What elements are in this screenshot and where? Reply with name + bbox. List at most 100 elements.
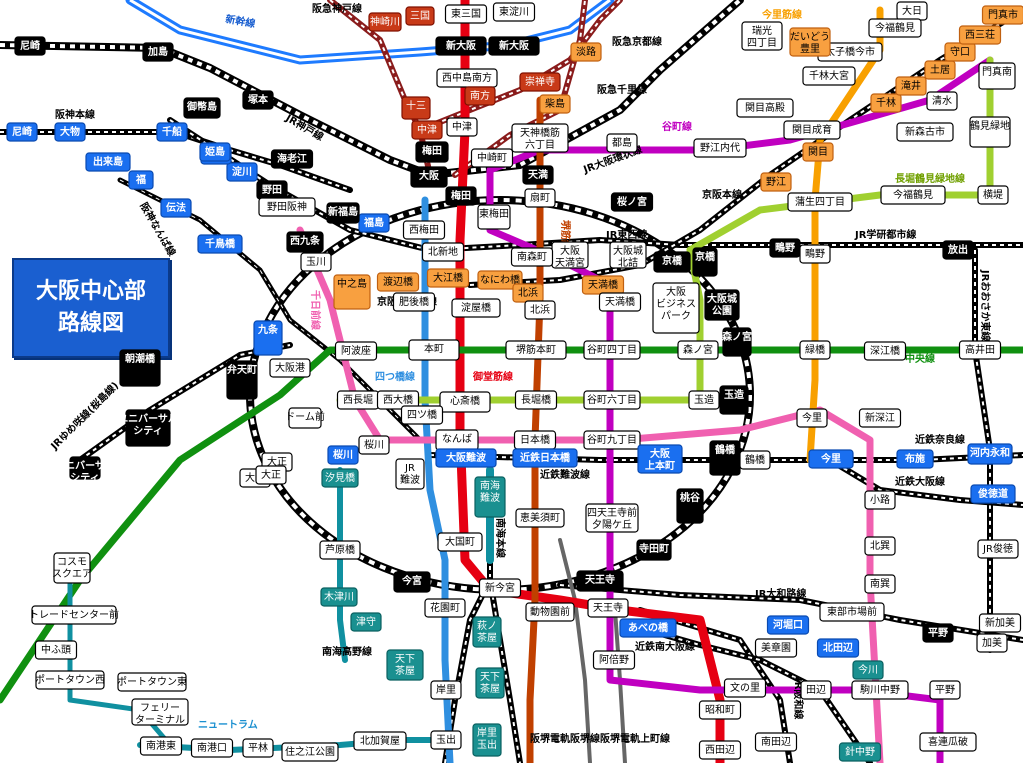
station-midori[interactable]: 緑橋 [799, 340, 831, 360]
station-moriguchi[interactable]: 守口 [944, 42, 976, 62]
station-ogimachi[interactable]: 扇町 [524, 188, 556, 208]
station-nishitanabe[interactable]: 西田辺 [698, 740, 742, 760]
station-taishibashi[interactable]: 太子橋今市 [817, 42, 883, 62]
station-sakuragawa[interactable]: 桜川 [327, 445, 359, 465]
station-tanimachi9[interactable]: 谷町九丁目 [583, 430, 641, 450]
station-shinosaka_jr[interactable]: 新大阪 [488, 36, 540, 56]
station-nishikujo[interactable]: 西九条 [286, 231, 324, 253]
station-shiomibashi[interactable]: 汐見橋 [321, 468, 359, 488]
station-tenmabashi[interactable]: 天満橋 [581, 275, 625, 295]
station-kujo[interactable]: 九条 [253, 320, 283, 356]
station-takaida[interactable]: 高井田 [958, 340, 1002, 360]
station-imafukutsurumi[interactable]: 今福鶴見 [880, 185, 946, 205]
station-hirano2[interactable]: 平野 [922, 623, 954, 643]
station-hirabayashi[interactable]: 平林 [242, 738, 274, 758]
station-oebashi[interactable]: 大江橋 [426, 268, 470, 288]
station-osaka[interactable]: 大阪 [410, 166, 448, 188]
station-sekimeseiiku[interactable]: 関目成育 [783, 120, 841, 140]
station-higashiyodogawa[interactable]: 東淀川 [492, 2, 536, 22]
station-jrshuntoku[interactable]: JR俊徳 [977, 539, 1019, 559]
station-morinomiya[interactable]: 森ノ宮 [721, 327, 752, 357]
station-imagawa[interactable]: 今川 [852, 660, 884, 680]
station-zuikouji[interactable]: 崇禅寺 [519, 72, 561, 92]
station-kitahama[interactable]: 北浜 [512, 283, 544, 303]
station-kadomashi[interactable]: 門真市 [981, 5, 1023, 25]
station-kizugawa[interactable]: 木津川 [320, 587, 358, 607]
station-shinmori[interactable]: 新森古市 [896, 122, 954, 142]
station-kyobashi[interactable]: 京橋 [653, 251, 691, 273]
station-tenma[interactable]: 天満 [522, 165, 554, 185]
station-komagawanakano[interactable]: 駒川中野 [851, 680, 909, 700]
station-fukushima[interactable]: 福島 [358, 213, 390, 233]
station-harinakano[interactable]: 針中野 [838, 742, 882, 762]
station-minamikata[interactable]: 南方 [464, 86, 496, 106]
station-nakatsu_h[interactable]: 中津 [411, 120, 443, 140]
station-umeda_h[interactable]: 梅田 [415, 141, 449, 163]
station-osakanamba[interactable]: 大阪難波 [435, 448, 497, 468]
station-mikuni[interactable]: 三国 [405, 6, 435, 26]
station-morinomiya2[interactable]: 森ノ宮 [677, 340, 719, 360]
station-fuse[interactable]: 布施 [896, 449, 934, 469]
station-higashimikuni[interactable]: 東三国 [444, 4, 488, 24]
station-imazato[interactable]: 今里 [796, 408, 828, 428]
station-sakuranomiya[interactable]: 桜ノ宮 [610, 192, 654, 212]
station-ebie[interactable]: 海老江 [270, 149, 314, 169]
station-bentencho[interactable]: 弁天町 [226, 360, 258, 400]
station-kyobashi_jr[interactable]: 京橋 [692, 247, 718, 277]
station-nishinakajima[interactable]: 西中島南方 [436, 68, 498, 88]
station-noda[interactable]: 野田 [256, 180, 288, 200]
station-porttownhigashi[interactable]: ポートタウン東 [117, 672, 187, 692]
station-ashiharabashi[interactable]: 芦原橋 [319, 540, 361, 560]
station-kitashinchi[interactable]: 北新地 [421, 242, 465, 262]
station-shinimamiya[interactable]: 新今宮 [478, 578, 522, 598]
station-shinosaka_m[interactable]: 新大阪 [435, 36, 487, 56]
station-shinkami[interactable]: 新加美 [978, 613, 1022, 633]
station-tamagawa[interactable]: 玉川 [300, 252, 332, 272]
station-kadomaminami[interactable]: 門真南 [978, 62, 1016, 90]
station-umeda_m[interactable]: 梅田 [445, 186, 477, 206]
station-shuntokumichi[interactable]: 俊徳道 [970, 484, 1016, 504]
station-asashiobashi[interactable]: 朝潮橋 [119, 349, 161, 387]
station-hirano[interactable]: 平野 [929, 680, 961, 700]
station-awaza[interactable]: 阿波座 [334, 341, 378, 361]
station-nipponbashi[interactable]: 日本橋 [513, 430, 557, 450]
station-awaji[interactable]: 淡路 [570, 42, 602, 62]
station-tamade[interactable]: 玉出 [430, 730, 462, 750]
station-minamimorimachi[interactable]: 南森町 [510, 247, 554, 267]
station-chidoribashi[interactable]: 千鳥橋 [197, 234, 243, 254]
station-doi[interactable]: 土居 [924, 60, 956, 80]
station-nishinagahori[interactable]: 西長堀 [336, 390, 380, 410]
station-kitakita[interactable]: 福 [128, 170, 154, 190]
station-watanabebashi[interactable]: 渡辺橋 [376, 272, 420, 292]
station-tanimachi6[interactable]: 谷町六丁目 [583, 390, 641, 410]
station-nodahanshin[interactable]: 野田阪神 [258, 197, 316, 217]
station-yodoyabashi[interactable]: 淀屋橋 [451, 298, 501, 318]
station-dekijima[interactable]: 出来島 [85, 152, 131, 172]
station-nishiumeda[interactable]: 西梅田 [402, 220, 446, 240]
station-kireuriwari[interactable]: 喜連瓜破 [919, 732, 977, 752]
station-nankohigashi[interactable]: 南港東 [139, 736, 183, 756]
station-minamitanabe[interactable]: 南田辺 [754, 732, 798, 752]
station-tsuruhashi[interactable]: 鶴橋 [709, 440, 741, 476]
station-shigino[interactable]: 鴫野 [769, 238, 801, 258]
station-kawachikomatsu[interactable]: 河堀口 [766, 615, 810, 635]
station-nakafuto[interactable]: 中ふ頭 [34, 640, 78, 660]
station-higashisumiyoshi[interactable]: 東部市場前 [819, 602, 885, 622]
station-higobashi[interactable]: 肥後橋 [392, 292, 436, 312]
station-hanaten[interactable]: 放出 [942, 240, 974, 260]
station-takii[interactable]: 滝井 [895, 76, 927, 96]
station-sembayashiomiya[interactable]: 千林大宮 [802, 66, 856, 86]
station-shinfukae[interactable]: 新深江 [858, 408, 902, 428]
station-honmachi[interactable]: 本町 [408, 339, 460, 361]
